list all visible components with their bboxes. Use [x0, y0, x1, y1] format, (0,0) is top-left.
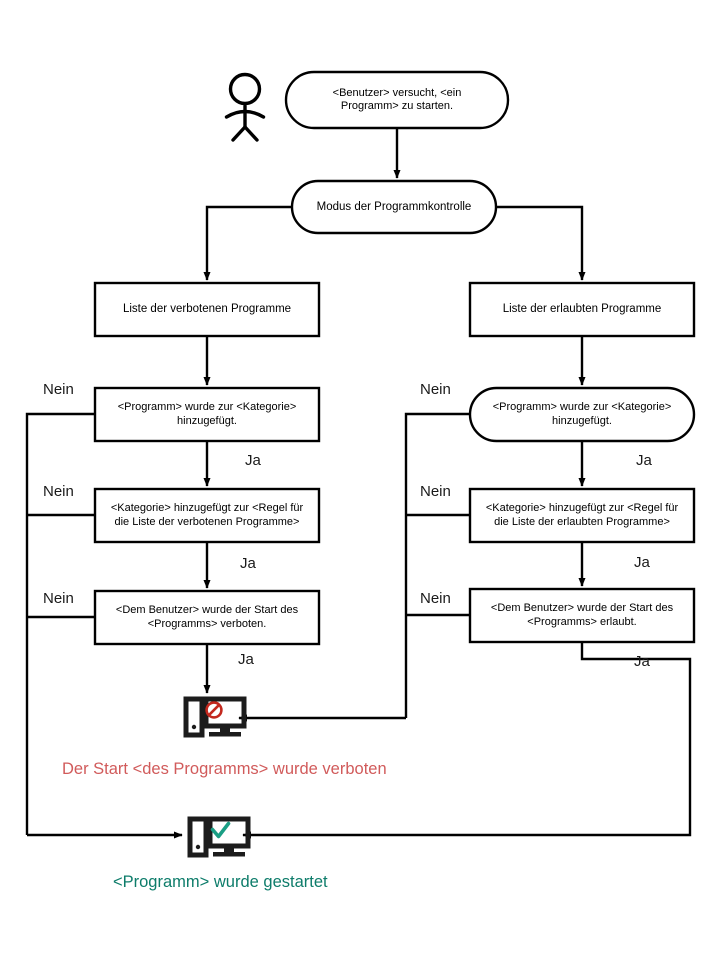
edge-label-right-ja-3: Ja [634, 653, 650, 670]
node-shape-allowlist [468, 281, 696, 338]
node-shape-deny-cat-rule [93, 487, 321, 544]
edge-label-right-ja-2: Ja [634, 554, 650, 571]
node-shape-denylist [93, 281, 321, 338]
edge-label-right-nein-3: Nein [420, 590, 451, 607]
edge-label-right-nein-2: Nein [420, 483, 451, 500]
outcome-caption-allowed: <Programm> wurde gestartet [113, 873, 328, 891]
node-shape-allow-cat-rule [468, 487, 696, 544]
edge-allow-user-start-ja [242, 642, 692, 839]
outcome-caption-denied: Der Start <des Programms> wurde verboten [62, 760, 387, 778]
node-shape-deny-prog-cat [93, 386, 321, 443]
node-shape-deny-user-start [93, 589, 321, 646]
edge-label-left-ja-1: Ja [245, 452, 261, 469]
edge-label-left-nein-3: Nein [43, 590, 74, 607]
edge-allow-prog-cat-nein [404, 412, 470, 718]
edge-mode-to-allowlist [496, 205, 586, 281]
edge-label-left-nein-1: Nein [43, 381, 74, 398]
edge-mode-to-denylist [203, 205, 292, 281]
node-shape-start [284, 70, 510, 130]
computer-allowed-icon [187, 816, 251, 858]
user-actor-icon [224, 72, 266, 142]
edge-deny-prog-cat-nein [25, 412, 95, 835]
edge-label-left-ja-3: Ja [238, 651, 254, 668]
node-shape-allow-prog-cat [468, 386, 696, 443]
node-shape-mode [290, 179, 498, 235]
node-shape-allow-user-start [468, 587, 696, 644]
computer-blocked-icon [183, 696, 247, 738]
edge-label-right-ja-1: Ja [636, 452, 652, 469]
edge-label-left-ja-2: Ja [240, 555, 256, 572]
edge-label-left-nein-2: Nein [43, 483, 74, 500]
edge-label-right-nein-1: Nein [420, 381, 451, 398]
